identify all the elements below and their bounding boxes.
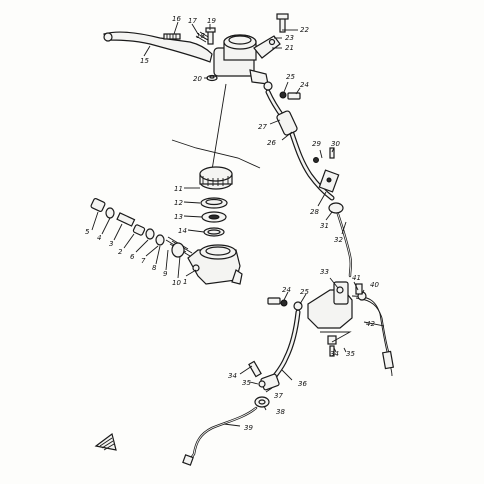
lever-pivot-bolt — [163, 33, 181, 40]
float-13 — [201, 211, 227, 223]
callout-2: 2 — [118, 248, 123, 256]
leader-lines — [91, 21, 385, 427]
clamp-bolt-22 — [276, 13, 289, 33]
callout-34a: 34 — [228, 372, 237, 380]
pipe-32 — [328, 202, 353, 278]
callout-18: 18 — [196, 32, 205, 40]
callout-22: 22 — [300, 26, 309, 34]
callout-9: 9 — [163, 270, 168, 278]
callout-36: 36 — [298, 380, 307, 388]
callout-35b: 35 — [346, 350, 355, 358]
callout-7: 7 — [141, 257, 146, 265]
callout-30: 30 — [331, 140, 340, 148]
callout-38: 38 — [276, 408, 285, 416]
callout-6: 6 — [130, 253, 135, 261]
callout-34b: 34 — [330, 350, 339, 358]
leader-master-cylinder — [211, 83, 227, 171]
banjo-bolt-lower — [267, 297, 337, 357]
brake-lever — [103, 31, 213, 63]
callout-37: 37 — [274, 392, 283, 400]
callout-10: 10 — [172, 279, 181, 287]
pivot-bolt-19 — [205, 27, 216, 45]
callout-28: 28 — [310, 208, 319, 216]
hose-joint-bracket — [313, 147, 340, 193]
callout-14: 14 — [178, 227, 187, 235]
callout-24a: 24 — [300, 81, 309, 89]
joint-37 — [248, 360, 280, 391]
callout-20: 20 — [193, 75, 202, 83]
callout-31: 31 — [320, 222, 329, 230]
callout-25b: 25 — [300, 288, 309, 296]
brake-hose-upper — [265, 89, 335, 201]
grommet-38 — [254, 396, 270, 408]
callout-15: 15 — [140, 57, 149, 65]
brake-hose-lower-36 — [269, 309, 301, 383]
callout-27: 27 — [258, 123, 267, 131]
exploded-bracket — [171, 139, 261, 169]
switch-wire-42 — [351, 283, 395, 377]
callout-21: 21 — [285, 44, 294, 52]
callout-labels: 1 2 3 4 5 6 7 8 9 10 11 12 13 14 15 16 1… — [85, 15, 379, 432]
reservoir-cap-11 — [199, 166, 233, 190]
piston-kit — [90, 197, 193, 258]
oring-14 — [203, 227, 225, 237]
callout-19: 19 — [207, 17, 216, 25]
washer-20 — [206, 74, 218, 82]
diaphragm-12 — [200, 197, 228, 209]
front-arrow-icon — [94, 432, 117, 451]
callout-23: 23 — [285, 34, 294, 42]
callout-35a: 35 — [242, 379, 251, 387]
callout-5: 5 — [85, 228, 90, 236]
callout-17: 17 — [188, 17, 197, 25]
callout-4: 4 — [97, 234, 101, 242]
callout-40: 40 — [370, 281, 379, 289]
master-cylinder-body-1 — [187, 244, 243, 285]
brake-pipe-39 — [182, 406, 258, 466]
callout-16: 16 — [172, 15, 181, 23]
callout-1: 1 — [183, 278, 187, 286]
callout-12: 12 — [174, 199, 183, 207]
callout-26: 26 — [267, 139, 276, 147]
lower-cylinder-33 — [307, 281, 353, 329]
callout-24b: 24 — [282, 286, 291, 294]
callout-33: 33 — [320, 268, 329, 276]
callout-13: 13 — [174, 213, 183, 221]
callout-8: 8 — [152, 264, 157, 272]
callout-29: 29 — [312, 140, 321, 148]
callout-41: 41 — [352, 274, 361, 282]
callout-3: 3 — [109, 240, 113, 248]
callout-42: 42 — [366, 320, 375, 328]
callout-11: 11 — [174, 185, 183, 193]
callout-39: 39 — [244, 424, 253, 432]
callout-32: 32 — [334, 236, 343, 244]
upper-master-cylinder — [213, 34, 281, 85]
callout-25a: 25 — [286, 73, 295, 81]
